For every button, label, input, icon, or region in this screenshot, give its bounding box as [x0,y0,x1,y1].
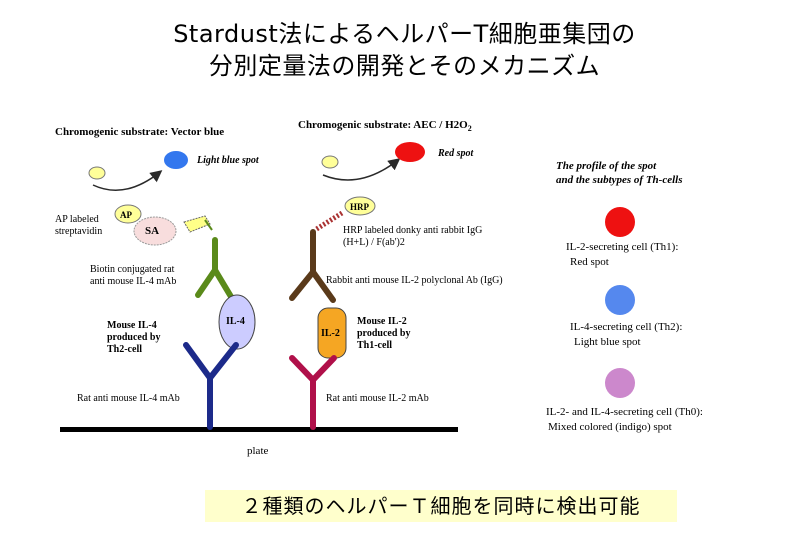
legend-heading-line-2: and the subtypes of Th-cells [556,174,683,186]
il2-tag-label: IL-2 [321,328,340,339]
il4-tag-label: IL-4 [226,316,245,327]
left-reaction-arrow [92,170,163,191]
legend-item-1-sub: Red spot [570,256,609,268]
title-line-2: 分別定量法の開発とそのメカニズム [208,52,601,80]
biotin-antibody [195,237,236,303]
right-spot-label: Red spot [438,148,474,159]
il4-capture-label: Rat anti mouse IL-4 mAb [77,393,180,404]
il2-desc-line-2: produced by [357,328,411,339]
il2-capture-antibody [289,355,337,430]
right-substrate-text: Chromogenic substrate: AEC / H2O [298,119,468,131]
il2-capture-label: Rat anti mouse IL-2 mAb [326,393,429,404]
right-substrate-subscript: 2 [467,124,472,134]
legend-item-3-text: IL-2- and IL-4-secreting cell (Th0): [546,406,703,418]
left-spot-label: Light blue spot [197,155,259,166]
legend-indigo-circle [605,368,635,398]
hrp-enzyme [344,196,376,216]
hrp-ab-line-1: HRP labeled donky anti rabbit IgG [343,225,483,236]
il4-desc-line-3: Th2-cell [107,344,142,355]
legend-heading-line-1: The profile of the spot [556,160,657,172]
ap-enzyme [114,204,142,224]
il4-desc-line-2: produced by [107,332,161,343]
streptavidin-blob [133,216,177,246]
rabbit-ab-label: Rabbit anti mouse IL-2 polyclonal Ab (Ig… [326,275,503,286]
right-red-spot [395,142,425,162]
biotin-ab-line-1: Biotin conjugated rat [90,264,175,275]
biotin-ab-line-2: anti mouse IL-4 mAb [90,276,177,287]
legend-red-circle [605,207,635,237]
legend-item-3-sub: Mixed colored (indigo) spot [548,421,672,433]
il2-desc-line-3: Th1-cell [357,340,392,351]
il4-cytokine [218,294,256,350]
plate-bar [60,427,458,432]
legend-item-2-text: IL-4-secreting cell (Th2): [570,321,683,333]
ap-tag-label: AP [120,210,132,220]
sa-tag-label: SA [145,225,160,237]
hrp-tag-label: HRP [350,202,369,212]
legend-item-1-text: IL-2-secreting cell (Th1): [566,241,679,253]
il4-capture-antibody [183,342,239,430]
right-substrate-dot [321,155,339,169]
hrp-ab-line-2: (H+L) / F(ab')2 [343,237,405,248]
legend-item-2-sub: Light blue spot [574,336,641,348]
ap-streptavidin-line-2: streptavidin [55,226,103,237]
left-substrate-dot [88,166,106,180]
left-blue-spot [164,151,188,169]
left-substrate-label: Chromogenic substrate: Vector blue [55,126,225,138]
plate-label: plate [247,445,269,457]
rabbit-antibody [289,229,336,303]
bottom-banner: ２種類のヘルパーＴ細胞を同時に検出可能 [205,490,677,522]
ap-streptavidin-line-1: AP labeled [55,214,99,225]
legend-blue-circle [605,285,635,315]
biotin-tag [183,215,211,233]
right-reaction-arrow [322,158,401,181]
hrp-antibody-link [313,210,344,233]
il4-desc-line-1: Mouse IL-4 [107,320,157,331]
right-substrate-label: Chromogenic substrate: AEC / H2O2 [298,119,472,133]
il2-desc-line-1: Mouse IL-2 [357,316,407,327]
title-line-1: Stardust法によるヘルパーT細胞亜集団の [173,20,636,48]
